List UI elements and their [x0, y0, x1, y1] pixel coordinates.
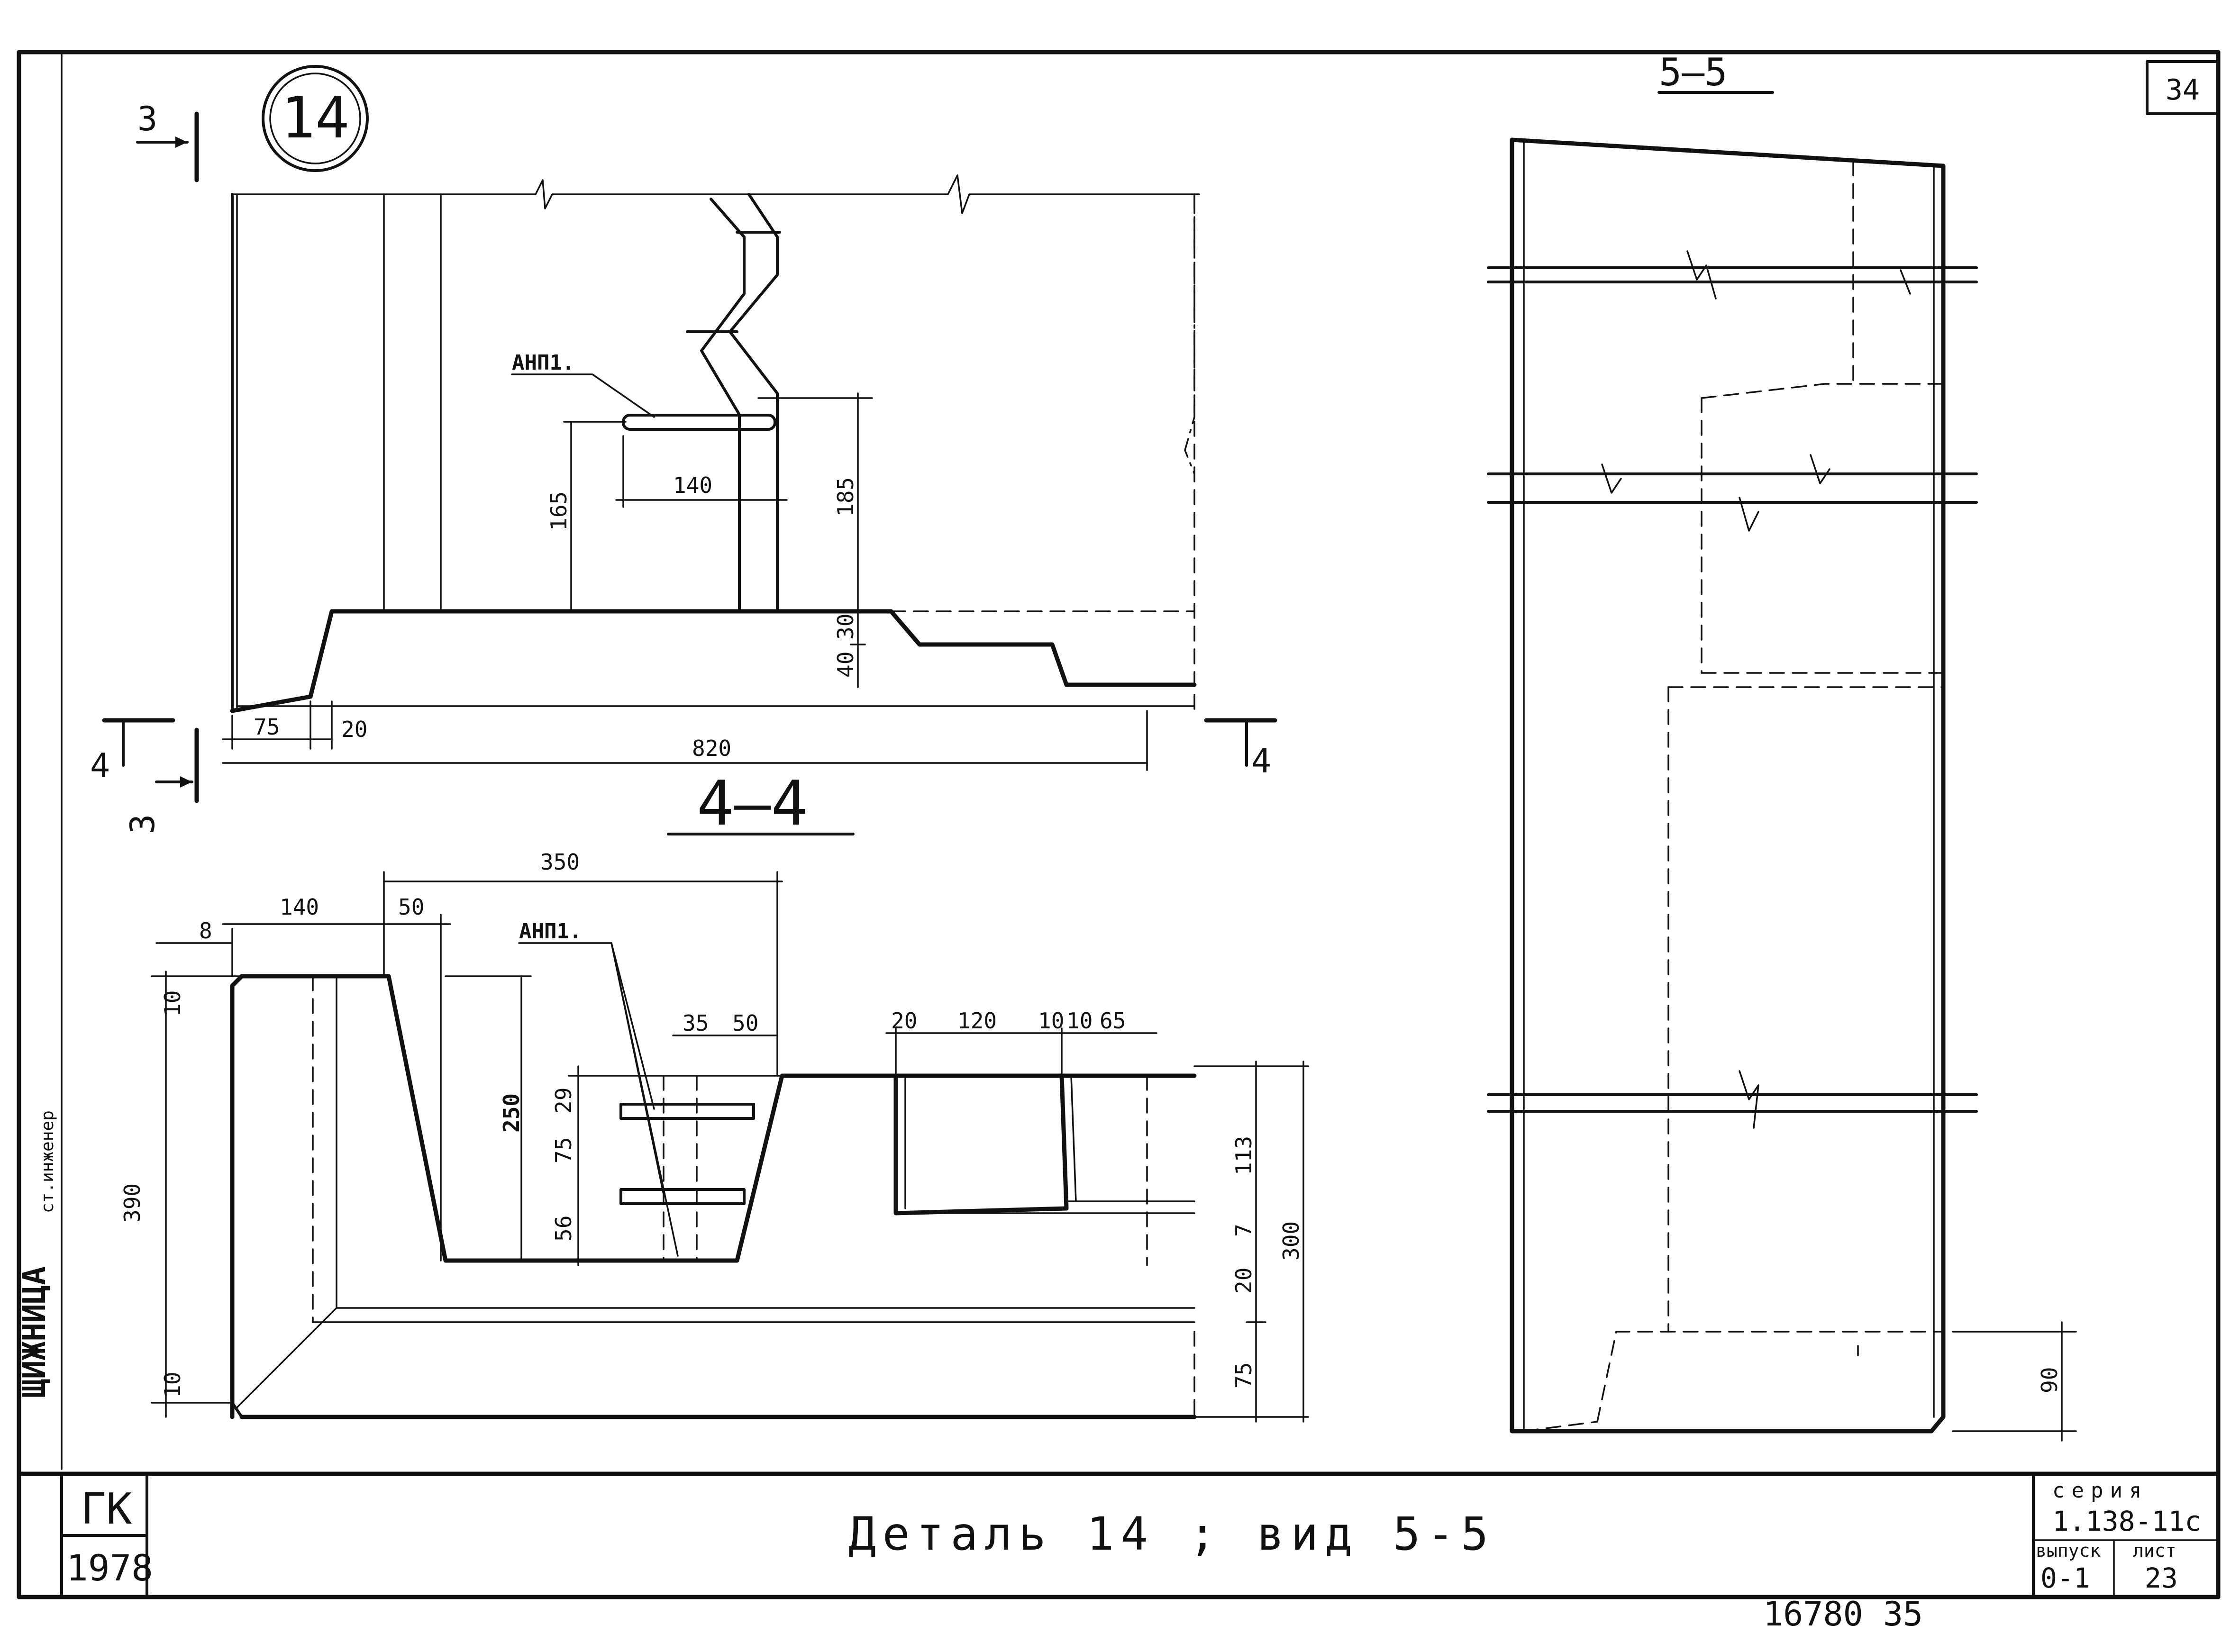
- section-title-4-4: 4—4: [667, 767, 855, 839]
- bottom-note: 16780 35: [1763, 1595, 1923, 1634]
- title-block-issue-label: выпуск: [2036, 1540, 2101, 1561]
- dim-140-top: 140: [673, 472, 712, 498]
- callout-anp1-top: АНП1.: [512, 351, 574, 375]
- dim-250: 250: [499, 1093, 524, 1133]
- sheet-number: 34: [2166, 73, 2200, 107]
- dim-185: 185: [833, 477, 858, 517]
- section-4-4-drawing: АНП1.: [230, 919, 1197, 1419]
- title-block-sheet-value: 23: [2145, 1562, 2178, 1594]
- sheet-number-box: 34: [2146, 60, 2220, 115]
- dim-390: 390: [119, 1183, 145, 1223]
- section-title-5-5: 5—5: [1657, 50, 1774, 94]
- dim-10-b: 10: [1066, 1008, 1093, 1034]
- margin-role-text: ст.инженер: [38, 1110, 57, 1213]
- dim-8: 8: [199, 918, 212, 944]
- dim-165: 165: [546, 491, 572, 531]
- band-3: [1487, 1093, 1978, 1113]
- dim-90: 90: [2037, 1367, 2062, 1393]
- title-block-year: 1978: [66, 1547, 153, 1589]
- margin-stamp: ЩИЖНИЦА ст.инженер: [16, 1110, 57, 1398]
- band-1: [1487, 266, 1978, 283]
- section-cut-4: 4 4: [90, 718, 1277, 785]
- title-block: ГК 1978 Деталь 14 ; вид 5-5 серия 1.138-…: [17, 1471, 2221, 1598]
- title-block-title: Деталь 14 ; вид 5-5: [848, 1507, 1495, 1561]
- dim-7: 7: [1231, 1224, 1257, 1237]
- band-2: [1487, 472, 1978, 504]
- section-mark-4-left: 4: [90, 746, 110, 785]
- dim-75-b: 75: [551, 1137, 576, 1163]
- margin-stamp-text: ЩИЖНИЦА: [16, 1266, 53, 1398]
- section-cut-3-top: 3: [136, 100, 199, 182]
- section-4-4-dimensions: 350 140 50 8 10 390 250 35 50 29 75 56 2…: [119, 849, 1309, 1423]
- title-block-series-label: серия: [2052, 1479, 2148, 1503]
- dim-75-side: 75: [1231, 1362, 1257, 1389]
- dim-29: 29: [551, 1088, 576, 1114]
- dim-10-a: 10: [1038, 1008, 1064, 1034]
- dim-300: 300: [1278, 1221, 1304, 1261]
- dim-10-bottom: 10: [160, 1372, 185, 1398]
- dim-20-top: 20: [341, 717, 367, 742]
- dim-120: 120: [957, 1008, 997, 1034]
- dim-56: 56: [551, 1216, 576, 1242]
- dim-40: 40: [833, 652, 858, 678]
- dim-140-bottom: 140: [280, 894, 319, 920]
- section-cut-3-bottom: 3: [123, 727, 199, 834]
- dim-30: 30: [833, 614, 858, 640]
- callout-anp1-bottom: АНП1.: [519, 919, 582, 944]
- dim-350: 350: [540, 849, 580, 875]
- dim-50-b2: 50: [732, 1010, 758, 1036]
- title-block-series-value: 1.138-11с: [2052, 1505, 2201, 1537]
- view-5-5-drawing: 90: [1487, 137, 2077, 1442]
- detail-14-plan: АНП1.: [230, 174, 1200, 713]
- section-mark-3-top: 3: [137, 100, 157, 138]
- sheet-frame: [17, 50, 2221, 1599]
- dim-35: 35: [683, 1010, 709, 1036]
- top-dimensions: 185 165 140 30 40 75 20 820: [222, 392, 1148, 771]
- dim-820: 820: [692, 735, 731, 761]
- dim-113: 113: [1231, 1136, 1257, 1175]
- title-block-org: ГК: [81, 1484, 132, 1534]
- title-block-issue-value: 0-1: [2040, 1562, 2090, 1594]
- dim-75-top: 75: [254, 714, 280, 740]
- section-mark-3-bottom: 3: [123, 814, 162, 834]
- dim-10-top: 10: [160, 990, 185, 1017]
- section-mark-4-right: 4: [1251, 742, 1271, 781]
- dim-65: 65: [1100, 1008, 1126, 1034]
- detail-14-marker: 14: [262, 65, 369, 172]
- title-block-sheet-label: лист: [2133, 1540, 2176, 1561]
- section-title-44-text: 4—4: [697, 767, 808, 839]
- section-title-55-text: 5—5: [1659, 50, 1728, 94]
- dim-20-side: 20: [1231, 1268, 1257, 1294]
- detail-number: 14: [281, 85, 350, 151]
- dim-50-bottom: 50: [398, 894, 424, 920]
